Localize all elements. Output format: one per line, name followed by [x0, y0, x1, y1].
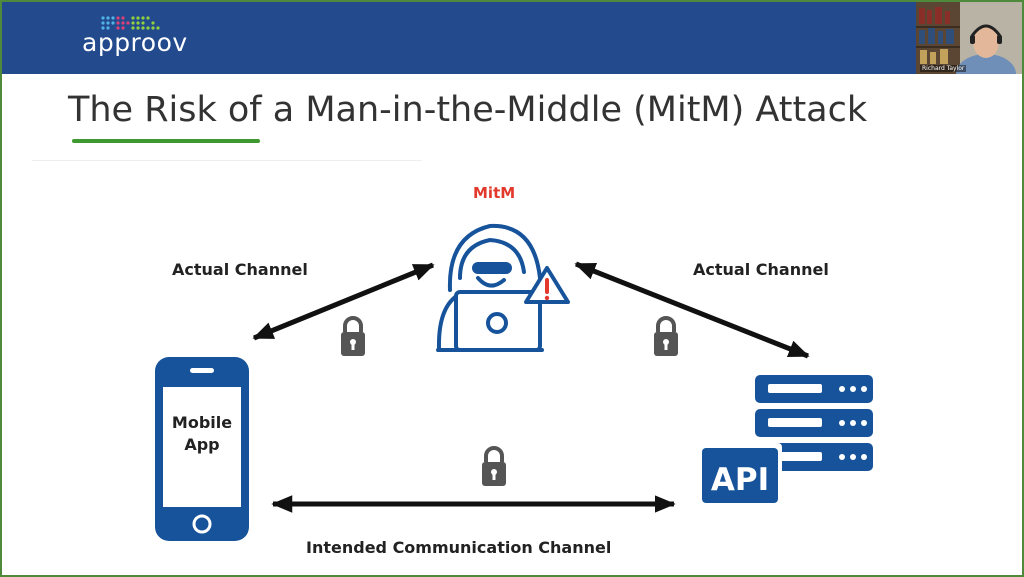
server-icon: API	[698, 375, 873, 507]
webcam-thumbnail[interactable]: Richard Taylor	[916, 2, 1022, 74]
mobile-label-line2: App	[184, 435, 220, 454]
right-channel-label: Actual Channel	[693, 260, 829, 279]
warning-icon	[524, 266, 570, 304]
presenter-video-icon	[916, 2, 1022, 74]
intended-channel-label: Intended Communication Channel	[306, 538, 612, 557]
title-accent-underline	[72, 139, 260, 143]
left-channel-label: Actual Channel	[172, 260, 308, 279]
approov-logo-text: approov	[82, 28, 188, 57]
slide-title: The Risk of a Man-in-the-Middle (MitM) A…	[68, 90, 868, 130]
mobile-app-label: Mobile App	[162, 412, 242, 456]
api-label: API	[711, 462, 769, 498]
left-channel-arrow	[252, 262, 435, 341]
right-channel-arrow	[574, 261, 810, 359]
mitm-label: MitM	[473, 184, 516, 202]
lock-icon	[482, 446, 506, 486]
logo-dots-icon	[101, 16, 160, 30]
lock-icon	[341, 316, 365, 356]
presenter-name-label: Richard Taylor	[920, 65, 967, 72]
slide-header-bar: approov Richard Taylor	[2, 2, 1022, 74]
title-divider	[32, 160, 422, 161]
mobile-label-line1: Mobile	[171, 413, 233, 432]
smartphone-icon	[155, 357, 249, 541]
hacker-icon	[436, 223, 544, 352]
lock-icon	[654, 316, 678, 356]
